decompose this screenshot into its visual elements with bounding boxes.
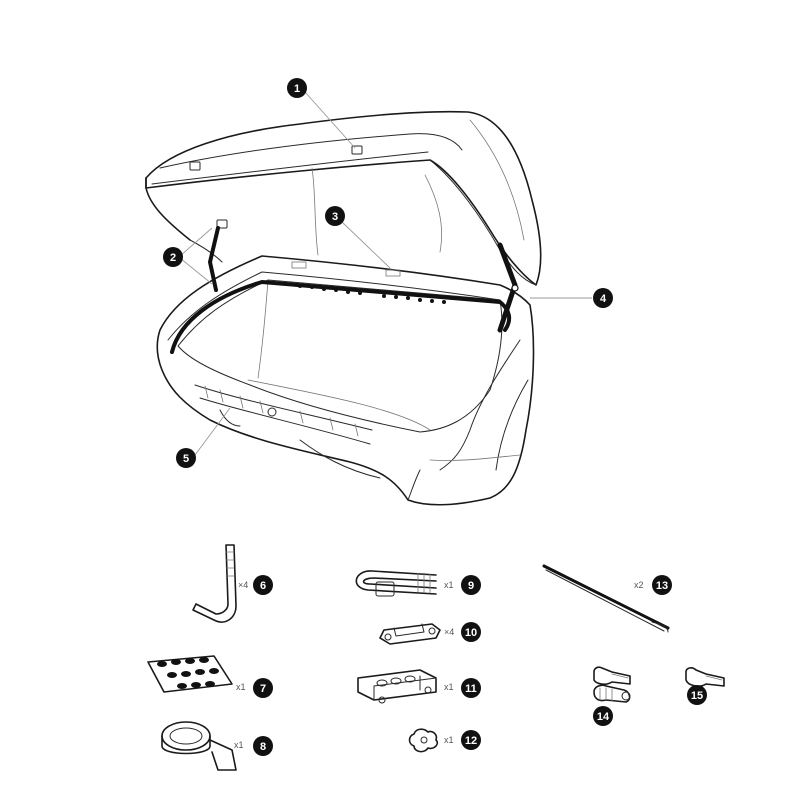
callout-12: 12 [461,730,481,750]
callout-8: 8 [253,736,273,756]
svg-text:15: 15 [691,690,703,702]
svg-text:1: 1 [294,83,300,95]
svg-text:10: 10 [465,627,477,639]
callout-5: 5 [176,448,196,468]
qty-10: ×4 [444,627,454,637]
rim-dots [298,284,446,304]
part-10-bracket [379,623,441,645]
callout-6: 6 [253,575,273,595]
callout-14: 14 [593,706,613,726]
part-12-knob [408,728,439,753]
svg-text:2: 2 [170,252,176,264]
svg-text:9: 9 [468,580,474,592]
svg-text:3: 3 [332,211,338,223]
box-body [156,255,535,506]
part-14-lock-and-key [593,666,631,703]
callout-2: 2 [163,247,183,267]
callout-3: 3 [325,206,345,226]
qty-9: x1 [444,580,454,590]
callout-badges: 1 2 3 4 5 6 7 8 9 10 11 12 13 14 15 [163,78,707,756]
svg-text:4: 4 [600,293,607,305]
part-11-clamp [357,669,437,704]
callout-1: 1 [287,78,307,98]
part-9-u-bolt [355,570,437,597]
callout-15: 15 [687,685,707,705]
callout-13: 13 [652,575,672,595]
roof-box-illustration [145,110,542,506]
qty-13: x2 [634,580,644,590]
seal-strip [170,280,512,354]
qty-12: x1 [444,735,454,745]
qty-6: ×4 [238,580,248,590]
quantity-labels: ×4 x1 x1 x1 ×4 x1 x1 x2 [234,580,644,750]
svg-text:7: 7 [260,683,266,695]
lid [145,110,542,286]
part-8-strap [161,721,237,771]
part-7-pads-sheet [147,655,233,693]
svg-text:11: 11 [465,683,477,695]
part-13-strip [542,564,670,633]
leader-lines [179,91,592,456]
svg-text:13: 13 [656,580,668,592]
callout-11: 11 [461,678,481,698]
callout-4: 4 [593,288,613,308]
callout-7: 7 [253,678,273,698]
left-strut [207,226,220,292]
callout-10: 10 [461,622,481,642]
svg-text:12: 12 [465,735,477,747]
svg-text:14: 14 [597,711,610,723]
qty-7: x1 [236,682,246,692]
qty-11: x1 [444,682,454,692]
svg-text:8: 8 [260,741,266,753]
svg-text:6: 6 [260,580,266,592]
part-15-key [685,667,725,687]
callout-9: 9 [461,575,481,595]
qty-8: x1 [234,740,244,750]
svg-text:5: 5 [183,453,189,465]
part-6-hook-bolt [192,544,237,623]
